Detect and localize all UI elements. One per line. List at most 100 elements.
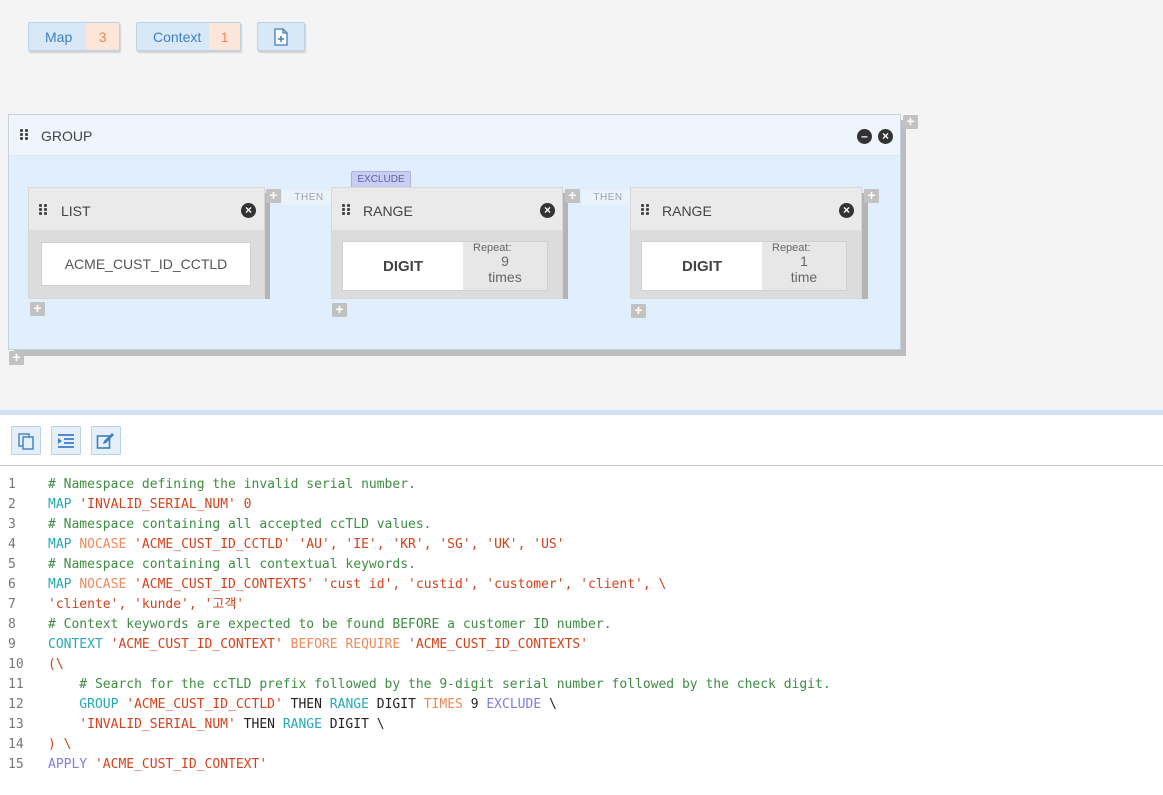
code-token: ) \ <box>48 737 72 752</box>
tab-context[interactable]: Context 1 <box>136 22 241 51</box>
tab-map[interactable]: Map 3 <box>28 22 120 51</box>
code-token: 'ACME_CUST_ID_CCTLD' <box>126 697 291 712</box>
code-token: 'ACME_CUST_ID_CONTEXT' <box>94 757 268 772</box>
code-token: 'ACME_CUST_ID_CCTLD' 'AU', 'IE', 'KR', '… <box>134 537 565 552</box>
line-number: 6 <box>8 577 16 592</box>
drag-handle-icon[interactable] <box>20 129 28 141</box>
add-after-group-button[interactable]: + <box>903 114 918 129</box>
line-number: 5 <box>8 557 16 572</box>
line-number: 11 <box>8 677 24 692</box>
copy-icon <box>18 432 34 450</box>
code-line[interactable]: 5# Namespace containing all contextual k… <box>0 555 1163 575</box>
add-below-range-button[interactable]: + <box>631 303 646 318</box>
list-card: LIST × ACME_CUST_ID_CCTLD <box>28 187 265 299</box>
card-header: RANGE × <box>332 188 562 230</box>
card-title: RANGE <box>363 203 413 219</box>
line-number: 8 <box>8 617 16 632</box>
code-line[interactable]: 8# Context keywords are expected to be f… <box>0 615 1163 635</box>
add-after-range-button[interactable]: + <box>864 188 879 203</box>
tab-map-count: 3 <box>86 23 119 50</box>
code-token: MAP <box>48 537 80 552</box>
code-line[interactable]: 14) \ <box>0 735 1163 755</box>
range-type[interactable]: DIGIT <box>642 242 762 290</box>
line-content: APPLY 'ACME_CUST_ID_CONTEXT' <box>48 755 267 775</box>
close-circle-icon[interactable]: × <box>839 203 854 218</box>
repeat-count-block: 1 time <box>762 253 846 285</box>
code-token: 'ACME_CUST_ID_CONTEXT' <box>110 637 291 652</box>
exclude-tag[interactable]: EXCLUDE <box>351 171 411 188</box>
line-content: MAP NOCASE 'ACME_CUST_ID_CONTEXTS' 'cust… <box>48 575 666 595</box>
code-token: \ <box>548 697 557 712</box>
drag-handle-icon[interactable] <box>641 204 649 216</box>
copy-button[interactable] <box>11 426 41 455</box>
toolbar-divider <box>0 465 1163 466</box>
group-title: GROUP <box>41 128 93 144</box>
code-token: 'cliente', 'kunde', '고객' <box>48 597 245 612</box>
line-content: # Namespace containing all accepted ccTL… <box>48 515 432 535</box>
code-line[interactable]: 3# Namespace containing all accepted ccT… <box>0 515 1163 535</box>
repeat-count: 9 <box>501 253 509 269</box>
splitter[interactable] <box>0 410 1163 415</box>
indent-button[interactable] <box>51 426 81 455</box>
add-document-button[interactable] <box>257 22 305 51</box>
line-number: 15 <box>8 757 24 772</box>
code-line[interactable]: 12 GROUP 'ACME_CUST_ID_CCTLD' THEN RANGE… <box>0 695 1163 715</box>
close-circle-icon[interactable]: × <box>241 203 256 218</box>
code-token: 'ACME_CUST_ID_CONTEXTS' 'cust id', 'cust… <box>134 577 667 592</box>
line-content: MAP 'INVALID_SERIAL_NUM' 0 <box>48 495 252 515</box>
code-line[interactable]: 15 APPLY 'ACME_CUST_ID_CONTEXT' <box>0 755 1163 775</box>
code-line[interactable]: 7'cliente', 'kunde', '고객' <box>0 595 1163 615</box>
code-line[interactable]: 10(\ <box>0 655 1163 675</box>
code-token: BEFORE REQUIRE <box>290 637 409 652</box>
drag-handle-icon[interactable] <box>39 204 47 216</box>
line-content: GROUP 'ACME_CUST_ID_CCTLD' THEN RANGE DI… <box>48 695 557 715</box>
code-token: # Search for the ccTLD prefix followed b… <box>48 677 831 692</box>
code-editor[interactable]: 1# Namespace defining the invalid serial… <box>0 475 1163 775</box>
code-token: RANGE <box>282 717 330 732</box>
line-content: # Search for the ccTLD prefix followed b… <box>48 675 831 695</box>
repeat-unit: times <box>488 269 522 285</box>
tab-map-label: Map <box>45 28 73 45</box>
document-plus-icon <box>274 27 288 46</box>
code-line[interactable]: 6 MAP NOCASE 'ACME_CUST_ID_CONTEXTS' 'cus… <box>0 575 1163 595</box>
repeat-box[interactable]: Repeat: 9 times <box>463 242 547 290</box>
indent-icon <box>58 433 74 448</box>
edit-icon <box>96 432 114 449</box>
line-number: 13 <box>8 717 24 732</box>
range-card: RANGE × DIGIT Repeat: 1 time <box>630 187 862 299</box>
code-line[interactable]: 1# Namespace defining the invalid serial… <box>0 475 1163 495</box>
list-value[interactable]: ACME_CUST_ID_CCTLD <box>41 242 251 286</box>
add-below-list-button[interactable]: + <box>30 301 45 316</box>
repeat-count: 1 <box>800 253 808 269</box>
group-header: GROUP – × <box>9 115 900 156</box>
code-token: NOCASE <box>79 537 135 552</box>
range-settings[interactable]: DIGIT Repeat: 1 time <box>641 241 847 291</box>
add-after-list-button[interactable]: + <box>266 188 281 203</box>
add-below-range-button[interactable]: + <box>332 302 347 317</box>
repeat-box[interactable]: Repeat: 1 time <box>762 242 846 290</box>
close-circle-icon[interactable]: × <box>540 203 555 218</box>
close-circle-icon[interactable]: × <box>878 129 893 144</box>
range-type[interactable]: DIGIT <box>343 242 463 290</box>
add-after-range-button[interactable]: + <box>565 188 580 203</box>
line-number: 10 <box>8 657 24 672</box>
card-title: LIST <box>61 203 91 219</box>
code-line[interactable]: 11 # Search for the ccTLD prefix followe… <box>0 675 1163 695</box>
code-line[interactable]: 13 'INVALID_SERIAL_NUM' THEN RANGE DIGIT… <box>0 715 1163 735</box>
line-number: 1 <box>8 477 16 492</box>
code-token: CONTEXT <box>48 637 111 652</box>
range-settings[interactable]: DIGIT Repeat: 9 times <box>342 241 548 291</box>
repeat-label: Repeat: <box>473 242 512 254</box>
add-below-group-button[interactable]: + <box>9 350 24 365</box>
code-token: APPLY <box>48 757 95 772</box>
repeat-unit: time <box>790 269 818 285</box>
card-header: LIST × <box>29 188 264 230</box>
drag-handle-icon[interactable] <box>342 204 350 216</box>
card-title: RANGE <box>662 203 712 219</box>
minus-circle-icon[interactable]: – <box>857 129 872 144</box>
line-content: ) \ <box>48 735 71 755</box>
edit-button[interactable] <box>91 426 121 455</box>
